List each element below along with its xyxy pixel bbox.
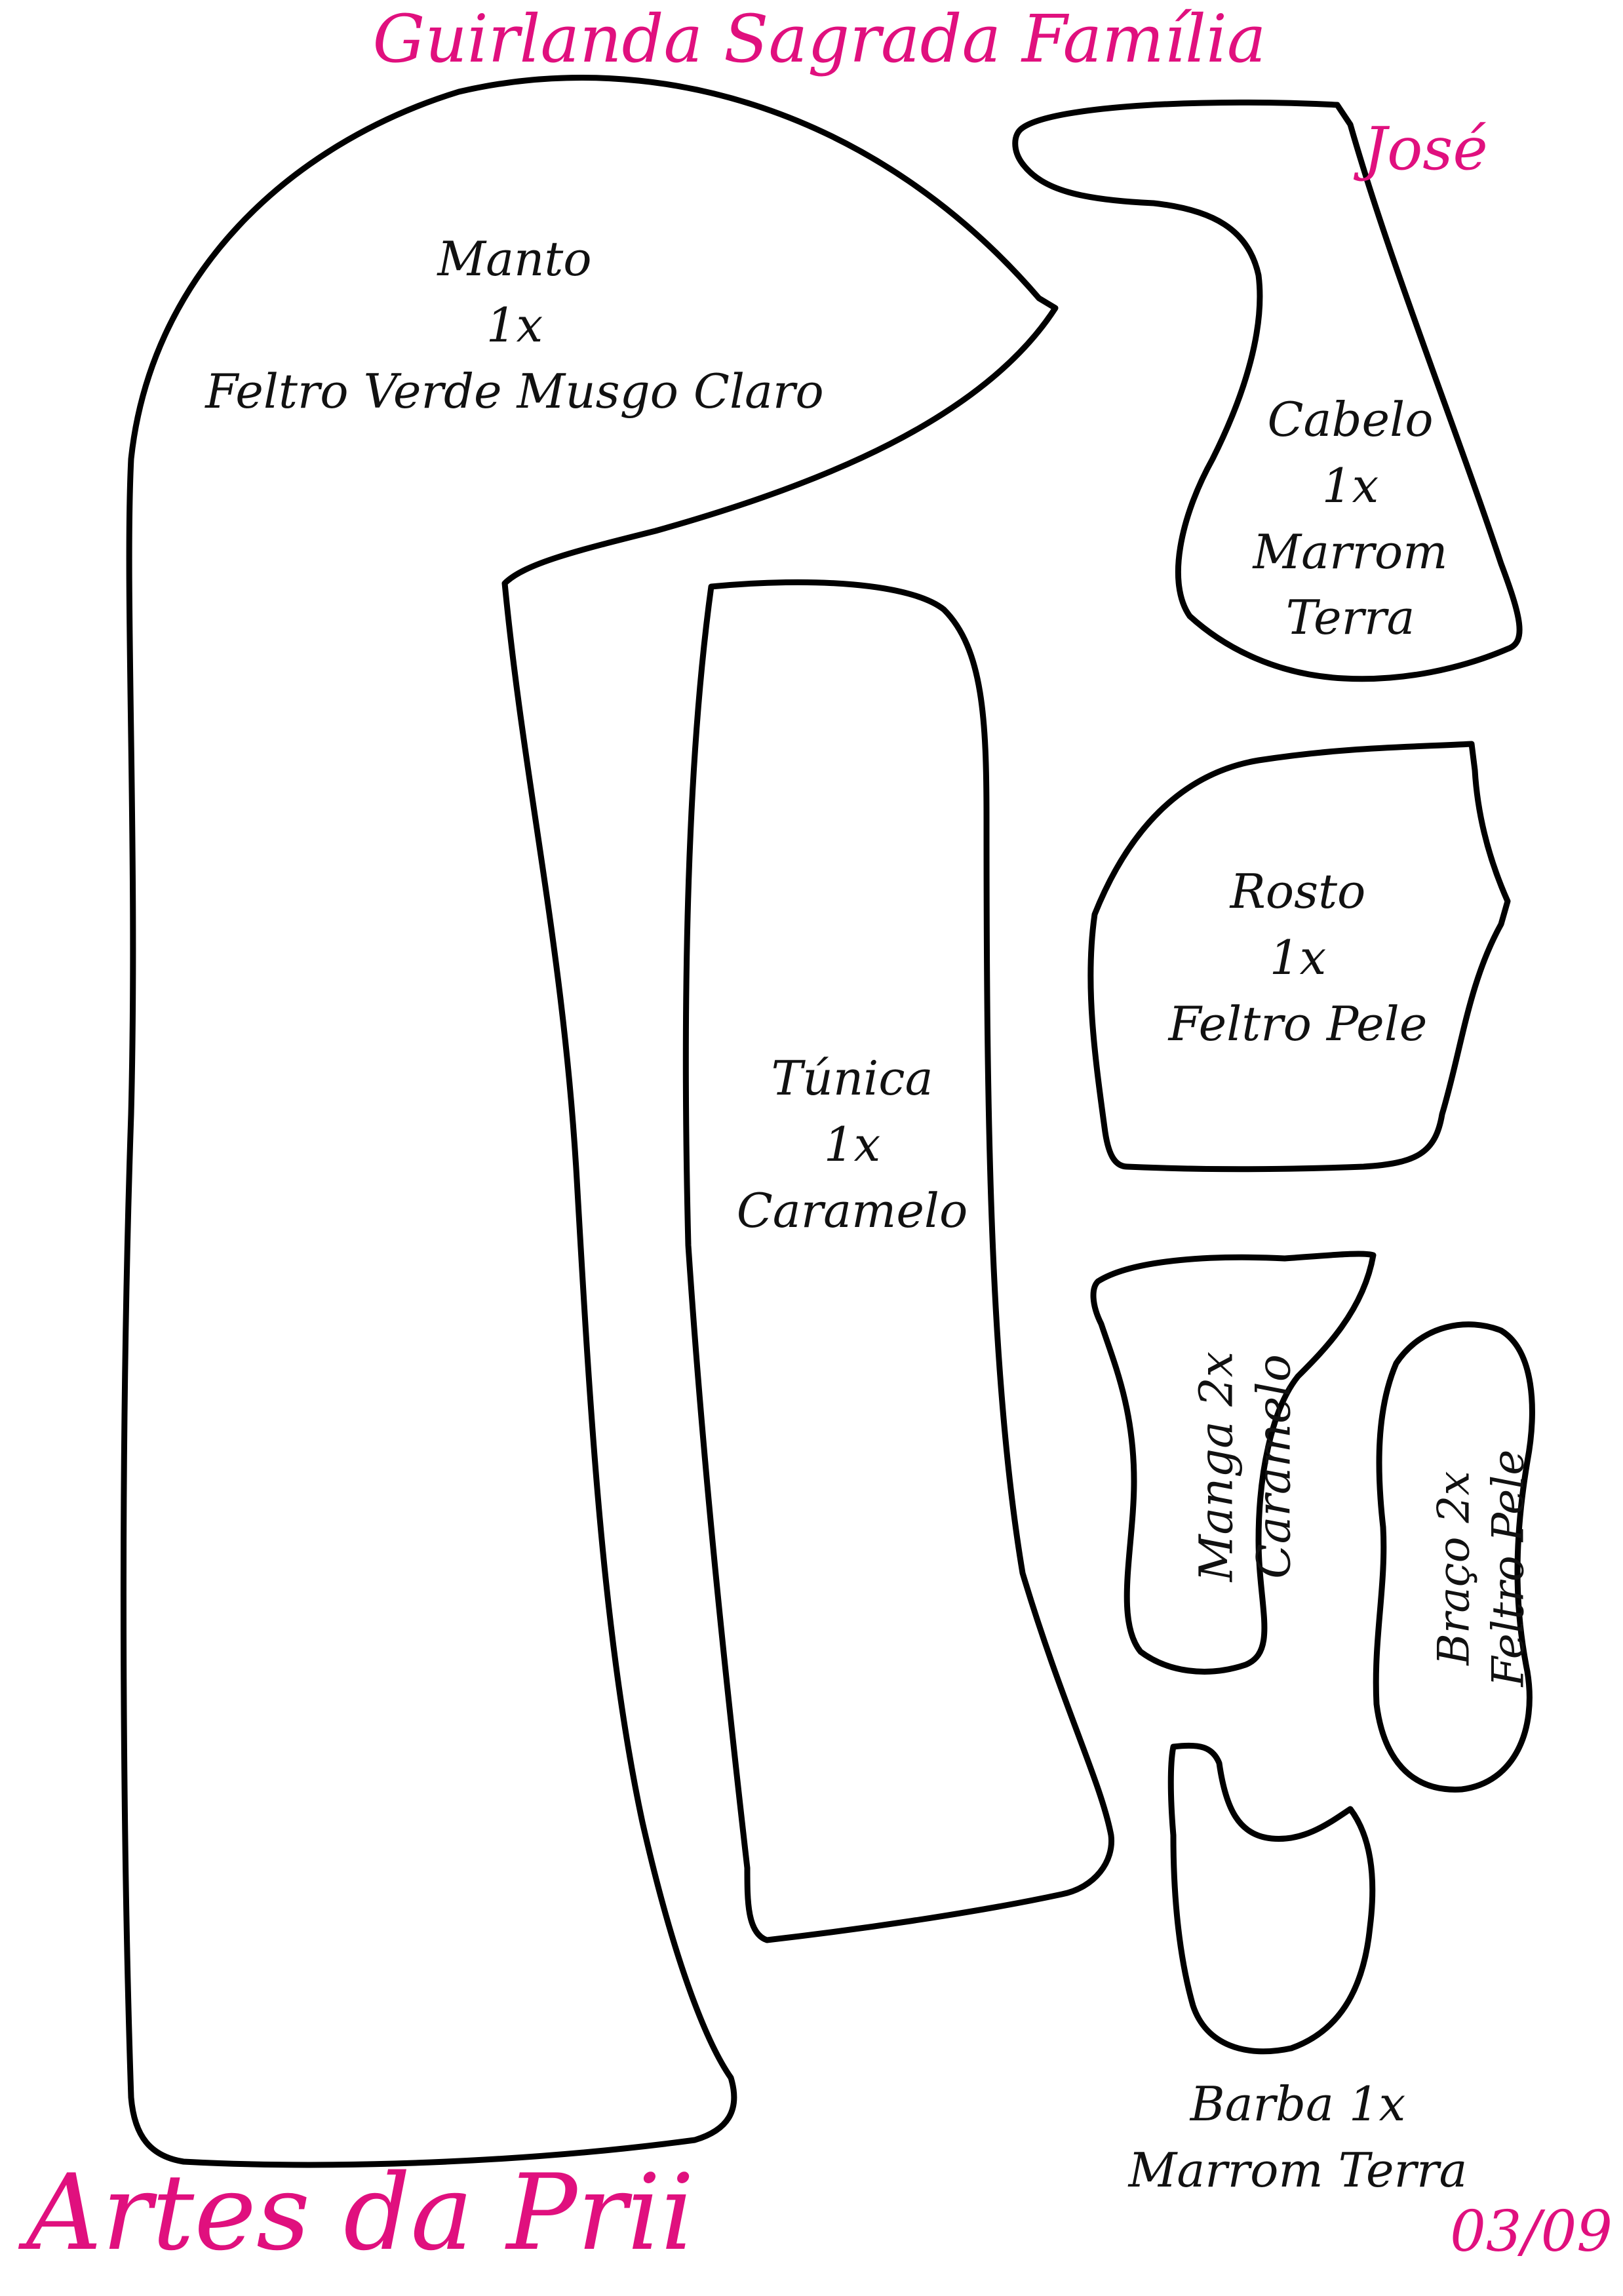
rosto-name: Rosto — [1230, 864, 1366, 919]
rosto-qty: 1x — [1269, 929, 1327, 985]
rosto-label: Rosto 1x Feltro Pele — [1108, 859, 1488, 1057]
braco-outline — [1373, 1321, 1535, 1793]
braco-name: Braço 2x — [1428, 1471, 1479, 1665]
character-name: José — [1363, 115, 1488, 184]
braco-material: Feltro Pele — [1483, 1449, 1533, 1687]
manto-name: Manto — [437, 231, 592, 286]
rosto-outline — [1087, 741, 1511, 1173]
barba-material: Marrom Terra — [1128, 2142, 1468, 2198]
cabelo-label: Cabelo 1x Marrom Terra — [1206, 387, 1495, 651]
manto-outline — [120, 75, 1059, 2168]
tunica-outline — [682, 579, 1115, 1943]
brand-name: Artes da Prii — [26, 2151, 695, 2274]
tunica-material: Caramelo — [736, 1182, 968, 1238]
tunica-name: Túnica — [771, 1051, 933, 1106]
braco-label: Braço 2x Feltro Pele — [1428, 1398, 1536, 1739]
cabelo-material-2: Terra — [1285, 590, 1415, 646]
barba-name: Barba 1x — [1190, 2076, 1406, 2131]
cabelo-name: Cabelo — [1267, 392, 1434, 447]
tunica-label: Túnica 1x Caramelo — [682, 1045, 1023, 1243]
rosto-material: Feltro Pele — [1168, 996, 1428, 1051]
date-code: 03/09 — [1450, 2199, 1613, 2265]
cabelo-qty: 1x — [1321, 457, 1379, 513]
manto-qty: 1x — [486, 297, 543, 353]
manga-name: Manga 2x — [1189, 1351, 1243, 1582]
manga-material: Caramelo — [1247, 1354, 1300, 1579]
tunica-qty: 1x — [823, 1116, 881, 1172]
manga-outline — [1090, 1251, 1377, 1675]
page-title: Guirlanda Sagrada Família — [372, 1, 1266, 77]
cabelo-outline — [1012, 99, 1523, 682]
barba-outline — [1167, 1742, 1376, 2055]
barba-label: Barba 1x Marrom Terra — [1062, 2071, 1534, 2204]
manto-label: Manto 1x Feltro Verde Musgo Claro — [170, 226, 859, 424]
cabelo-material-1: Marrom — [1253, 524, 1448, 579]
manto-material: Feltro Verde Musgo Claro — [205, 363, 824, 419]
manga-label: Manga 2x Caramelo — [1188, 1296, 1303, 1637]
